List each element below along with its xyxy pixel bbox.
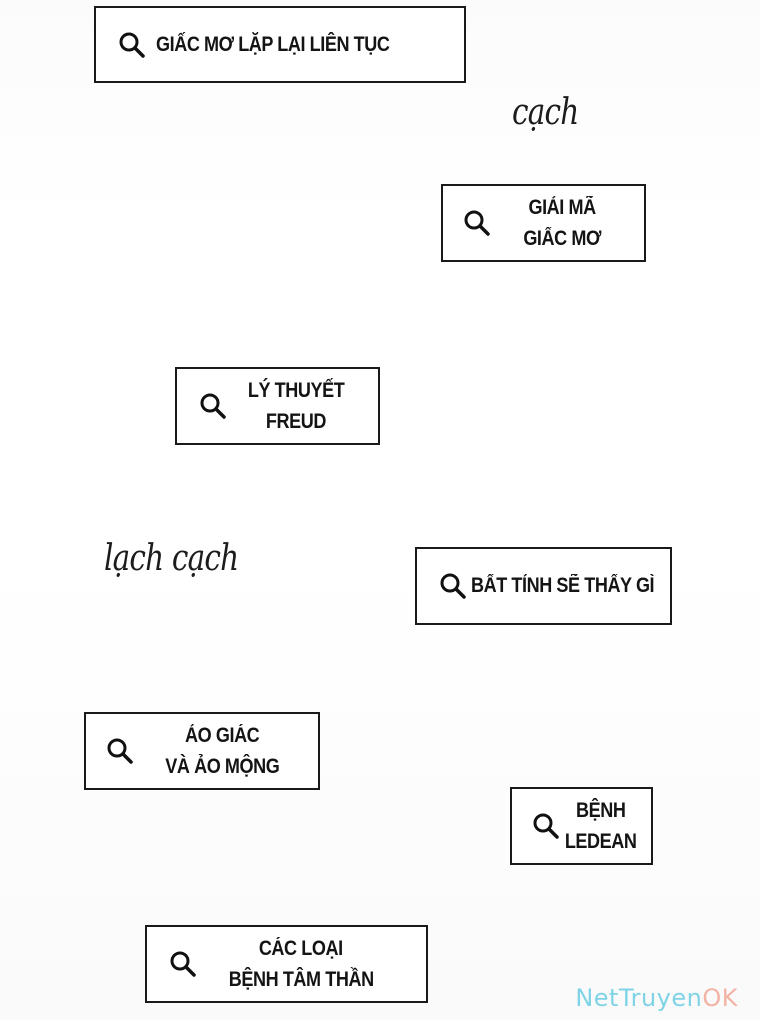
search-box-text: BỆNH LEDEAN [562,795,640,858]
search-box-freud-theory[interactable]: LÝ THUYẾT FREUD [175,367,380,445]
search-box-hallucinations[interactable]: ẢO GIÁC VÀ ẢO MỘNG [84,712,320,790]
search-box-label-line1: ẢO GIÁC [184,723,260,747]
search-box-label-line1: BỆNH [576,798,626,822]
sound-effect-lach-cach: lạch cạch [104,538,239,579]
search-icon [533,813,559,839]
search-icon [200,393,226,419]
search-box-label-line2: LEDEAN [565,830,637,853]
search-box-dream-interpretation[interactable]: GIẢI MÃ GIẤC MƠ [441,184,646,262]
search-box-label-line2: VÀ ẢO MỘNG [164,755,280,778]
search-box-label-line1: GIẢI MÃ [528,195,596,219]
search-box-label: BẤT TỈNH SẼ THẤY GÌ [471,574,655,598]
watermark-part2: OK [702,984,738,1012]
search-box-mental-illness-types[interactable]: CÁC LOẠI BỆNH TÂM THẦN [145,925,428,1003]
search-box-label-line2: GIẤC MƠ [523,227,601,250]
search-icon [107,738,133,764]
search-box-recurring-dreams[interactable]: GIẤC MƠ LẶP LẠI LIÊN TỤC [94,6,466,83]
watermark-part1: NetTruyen [575,984,703,1012]
search-box-label-line1: LÝ THUYẾT [247,378,345,402]
search-box-text: CÁC LOẠI BỆNH TÂM THẦN [201,933,401,996]
search-box-label: GIẤC MƠ LẶP LẠI LIÊN TỤC [156,32,390,56]
search-icon [170,951,196,977]
site-watermark: NetTruyenOK [575,984,738,1012]
search-box-text: ẢO GIÁC VÀ ẢO MỘNG [142,720,302,783]
sound-effect-cach: cạch [512,92,579,133]
search-box-ledean-disease[interactable]: BỆNH LEDEAN [510,787,653,865]
search-box-unconscious[interactable]: BẤT TỈNH SẼ THẤY GÌ [415,547,672,625]
search-box-label-line1: CÁC LOẠI [259,936,343,960]
search-icon [119,32,145,58]
search-box-text: LÝ THUYẾT FREUD [231,375,361,438]
search-icon [464,210,490,236]
search-box-label-line2: FREUD [265,410,327,433]
search-icon [440,573,466,599]
search-box-text: GIẢI MÃ GIẤC MƠ [497,192,627,255]
search-box-label-line2: BỆNH TÂM THẦN [228,968,374,991]
